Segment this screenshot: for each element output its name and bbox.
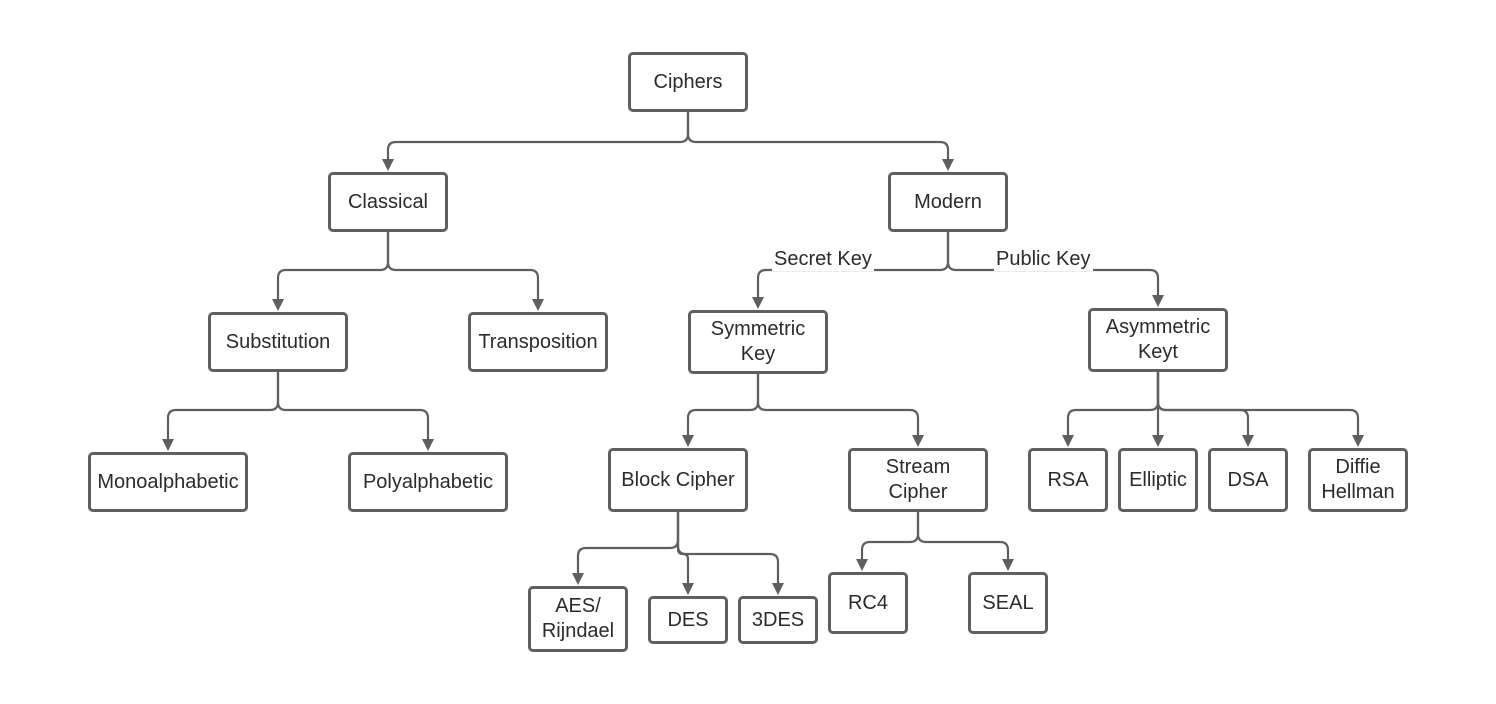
node-monoalphabetic: Monoalphabetic (88, 452, 248, 512)
connector-block-to-des (676, 512, 690, 585)
node-des: DES (648, 596, 728, 644)
arrowhead-block-to-des (682, 583, 694, 595)
connector-classical-to-substitution (276, 232, 390, 301)
connector-asymmetric-to-dsa (1156, 372, 1250, 437)
arrowhead-stream-to-seal (1002, 559, 1014, 571)
node-transposition: Transposition (468, 312, 608, 372)
arrowhead-modern-to-asymmetric (1152, 295, 1164, 307)
node-symmetric-key: Symmetric Key (688, 310, 828, 374)
connector-substitution-to-mono (166, 372, 280, 441)
node-classical: Classical (328, 172, 448, 232)
connector-block-to-aes (576, 512, 680, 575)
node-seal: SEAL (968, 572, 1048, 634)
arrowhead-modern-to-symmetric (752, 297, 764, 309)
node-aes-rijndael: AES/ Rijndael (528, 586, 628, 652)
connector-classical-to-transposition (386, 232, 540, 301)
node-asymmetric-key: Asymmetric Keyt (1088, 308, 1228, 372)
node-rc4: RC4 (828, 572, 908, 634)
connector-symmetric-to-stream (756, 374, 920, 437)
connector-block-to-3des (676, 512, 780, 585)
connector-ciphers-to-classical (386, 112, 690, 161)
node-diffie-hellman: Diffie Hellman (1308, 448, 1408, 512)
arrowhead-substitution-to-mono (162, 439, 174, 451)
edge-label-secret-key: Secret Key (772, 248, 874, 271)
connector-ciphers-to-modern (686, 112, 950, 161)
node-ciphers: Ciphers (628, 52, 748, 112)
arrowhead-substitution-to-poly (422, 439, 434, 451)
connector-asymmetric-to-diffie (1156, 372, 1360, 437)
connector-substitution-to-poly (276, 372, 430, 441)
connector-asymmetric-to-rsa (1066, 372, 1160, 437)
node-polyalphabetic: Polyalphabetic (348, 452, 508, 512)
node-modern: Modern (888, 172, 1008, 232)
connector-stream-to-rc4 (860, 512, 920, 561)
node-substitution: Substitution (208, 312, 348, 372)
connector-stream-to-seal (916, 512, 1010, 561)
connector-symmetric-to-block (686, 374, 760, 437)
arrowhead-ciphers-to-classical (382, 159, 394, 171)
node-stream-cipher: Stream Cipher (848, 448, 988, 512)
arrowhead-asymmetric-to-diffie (1352, 435, 1364, 447)
arrowhead-asymmetric-to-elliptic (1152, 435, 1164, 447)
arrowhead-classical-to-transposition (532, 299, 544, 311)
node-elliptic: Elliptic (1118, 448, 1198, 512)
arrowhead-classical-to-substitution (272, 299, 284, 311)
node-3des: 3DES (738, 596, 818, 644)
arrowhead-symmetric-to-block (682, 435, 694, 447)
node-rsa: RSA (1028, 448, 1108, 512)
arrowhead-asymmetric-to-rsa (1062, 435, 1074, 447)
arrowhead-stream-to-rc4 (856, 559, 868, 571)
arrowhead-ciphers-to-modern (942, 159, 954, 171)
arrowhead-block-to-aes (572, 573, 584, 585)
edge-label-public-key: Public Key (994, 248, 1093, 271)
arrowhead-block-to-3des (772, 583, 784, 595)
arrowhead-asymmetric-to-dsa (1242, 435, 1254, 447)
node-dsa: DSA (1208, 448, 1288, 512)
arrowhead-symmetric-to-stream (912, 435, 924, 447)
node-block-cipher: Block Cipher (608, 448, 748, 512)
